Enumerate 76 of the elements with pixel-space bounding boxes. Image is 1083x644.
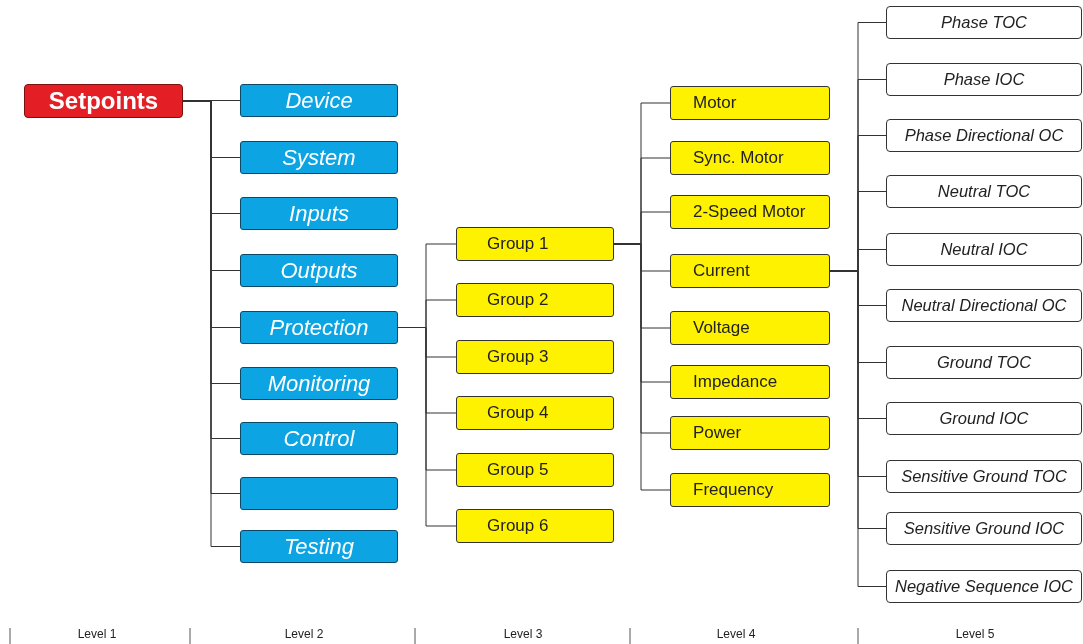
box-label: Neutral TOC	[937, 182, 1031, 201]
function-box	[886, 6, 1082, 39]
category-box	[240, 84, 398, 117]
root-box	[24, 84, 183, 118]
category-box	[240, 311, 398, 344]
box-label: Group 3	[487, 347, 549, 367]
box-label: Group 4	[487, 403, 549, 423]
element-box	[670, 311, 830, 345]
box-label: Setpoints	[48, 87, 159, 115]
box-label: Group 6	[487, 516, 549, 536]
box-label: Negative Sequence IOC	[895, 577, 1073, 596]
box-label: Phase IOC	[943, 70, 1025, 89]
box-label: Current	[693, 261, 750, 281]
level-label: Level 4	[716, 627, 756, 641]
box-label: Sensitive Ground IOC	[903, 519, 1065, 538]
box-label: Ground TOC	[936, 353, 1032, 372]
function-box	[886, 570, 1082, 603]
box-label: Inputs	[289, 200, 349, 227]
function-box	[886, 289, 1082, 322]
element-box	[670, 254, 830, 288]
box-label: Outputs	[280, 257, 358, 284]
connector-line	[397, 327, 457, 527]
group-box	[456, 509, 614, 543]
category-box	[240, 367, 398, 400]
box-label: Phase Directional OC	[904, 126, 1064, 145]
box-label: Power	[693, 423, 742, 443]
box-label: Neutral IOC	[940, 240, 1028, 259]
level-label: Level 3	[503, 627, 543, 641]
box-label: Ground IOC	[939, 409, 1029, 428]
box-label: Group 2	[487, 290, 549, 310]
category-box	[240, 530, 398, 563]
box-label: Device	[285, 87, 353, 114]
element-box	[670, 86, 830, 120]
level-label: Level 2	[284, 627, 324, 641]
group-box	[456, 340, 614, 374]
function-box	[886, 233, 1082, 266]
function-box	[886, 402, 1082, 435]
category-box	[240, 422, 398, 455]
category-box	[240, 254, 398, 287]
function-box	[886, 63, 1082, 96]
function-box	[886, 346, 1082, 379]
group-box	[456, 227, 614, 261]
element-box	[670, 473, 830, 507]
box-label: Phase TOC	[941, 13, 1027, 32]
box-label: Group 5	[487, 460, 549, 480]
category-box	[240, 477, 398, 510]
box-label: Protection	[269, 314, 369, 341]
function-box	[886, 512, 1082, 545]
box-label: Frequency	[693, 480, 774, 500]
element-box	[670, 416, 830, 450]
category-box	[240, 141, 398, 174]
function-box	[886, 119, 1082, 152]
element-box	[670, 141, 830, 175]
function-box	[886, 460, 1082, 493]
box-label: System	[282, 144, 356, 171]
level-label: Level 5	[955, 627, 995, 641]
box-label: Monitoring	[267, 370, 371, 397]
box-label: Group 1	[487, 234, 549, 254]
box-label: Sensitive Ground TOC	[901, 467, 1067, 486]
connector-line	[613, 243, 671, 491]
category-box	[240, 197, 398, 230]
group-box	[456, 396, 614, 430]
element-box	[670, 195, 830, 229]
group-box	[456, 453, 614, 487]
group-box	[456, 283, 614, 317]
box-label: Motor	[693, 93, 737, 113]
box-label: Sync. Motor	[693, 148, 784, 168]
function-box	[886, 175, 1082, 208]
box-label: Neutral Directional OC	[901, 296, 1067, 315]
box-label: Control	[283, 425, 355, 452]
box-label: Testing	[283, 533, 355, 560]
box-label: Voltage	[693, 318, 750, 338]
level-label: Level 1	[77, 627, 117, 641]
box-label: 2-Speed Motor	[693, 202, 806, 222]
element-box	[670, 365, 830, 399]
box-label: Impedance	[693, 372, 778, 392]
